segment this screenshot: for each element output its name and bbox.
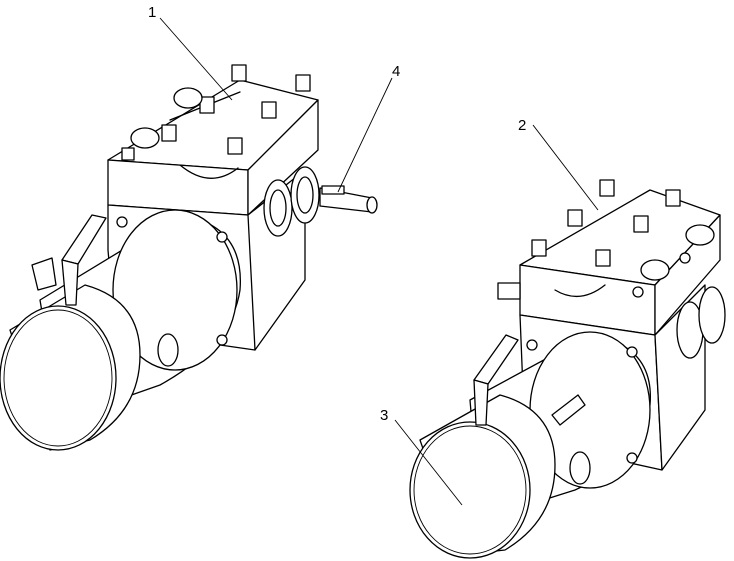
right-pump-unit xyxy=(409,179,726,559)
callout-1: 1 xyxy=(148,4,233,101)
callout-label-2: 2 xyxy=(518,117,526,134)
top-bolts-left xyxy=(121,64,311,161)
callout-label-1: 1 xyxy=(148,4,156,21)
callout-label-4: 4 xyxy=(392,63,400,80)
left-pump-unit xyxy=(0,64,378,451)
callout-2: 2 xyxy=(518,117,599,211)
top-bolts-right xyxy=(531,179,715,298)
callout-4: 4 xyxy=(337,63,400,193)
callout-label-3: 3 xyxy=(380,407,388,424)
callout-3: 3 xyxy=(380,407,463,506)
